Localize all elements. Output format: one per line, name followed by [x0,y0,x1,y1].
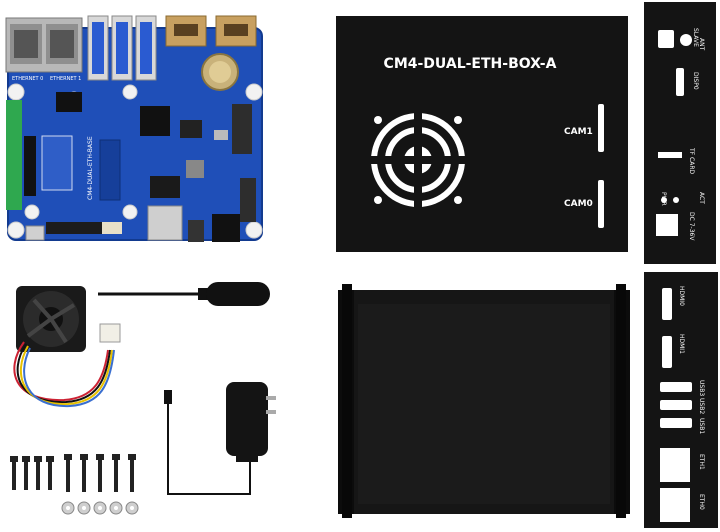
back-label-eth1: ETH1 [698,454,705,470]
front-label-act: ACT [698,192,705,204]
back-label-usb3: USB3 [698,380,705,396]
front-label-dc: DC 7-36V [688,212,695,241]
back-label-hdmi1: HDMI1 [678,334,685,354]
front-label-ant: ANT [698,38,705,51]
back-panel-plate: HDMI0 HDMI1 USB3 USB2 USB1 ETH1 ETH0 [644,272,718,528]
front-label-tf-card: TF CARD [688,147,695,174]
front-label-slave: SLAVE [692,28,699,47]
back-label-eth0: ETH0 [698,494,705,510]
cooling-fan [13,286,121,408]
back-label-usb2: USB2 [698,398,705,414]
back-label-hdmi0: HDMI0 [678,286,685,306]
board-label-eth1: ETHERNET 1 [50,76,81,82]
screwdriver-tool [98,282,270,306]
back-label-usb1: USB1 [698,418,705,434]
case-title: CM4-DUAL-ETH-BOX-A [384,56,557,72]
power-adapter [164,382,276,495]
board-label-model: CM4-DUAL-ETH-BASE [87,136,94,200]
case-top-cover: CM4-DUAL-ETH-BOX-A CAM1 CAM0 [336,16,628,252]
case-bottom-shell [338,284,630,518]
front-label-disp0: DISP0 [692,72,699,90]
case-label-cam1: CAM1 [564,127,593,137]
case-label-cam0: CAM0 [564,199,593,209]
board-label-eth0: ETHERNET 0 [12,76,43,82]
fan-grille-icon [370,112,466,208]
cm4-dual-eth-base-board: ETHERNET 0 ETHERNET 1 CM4-DUAL-ETH-BASE [5,15,263,242]
front-panel-plate: SLAVE ANT DISP0 TF CARD PWR ACT DC 7-36V [644,2,716,264]
front-label-pwr: PWR [660,192,667,206]
screws-and-nuts [10,454,139,515]
